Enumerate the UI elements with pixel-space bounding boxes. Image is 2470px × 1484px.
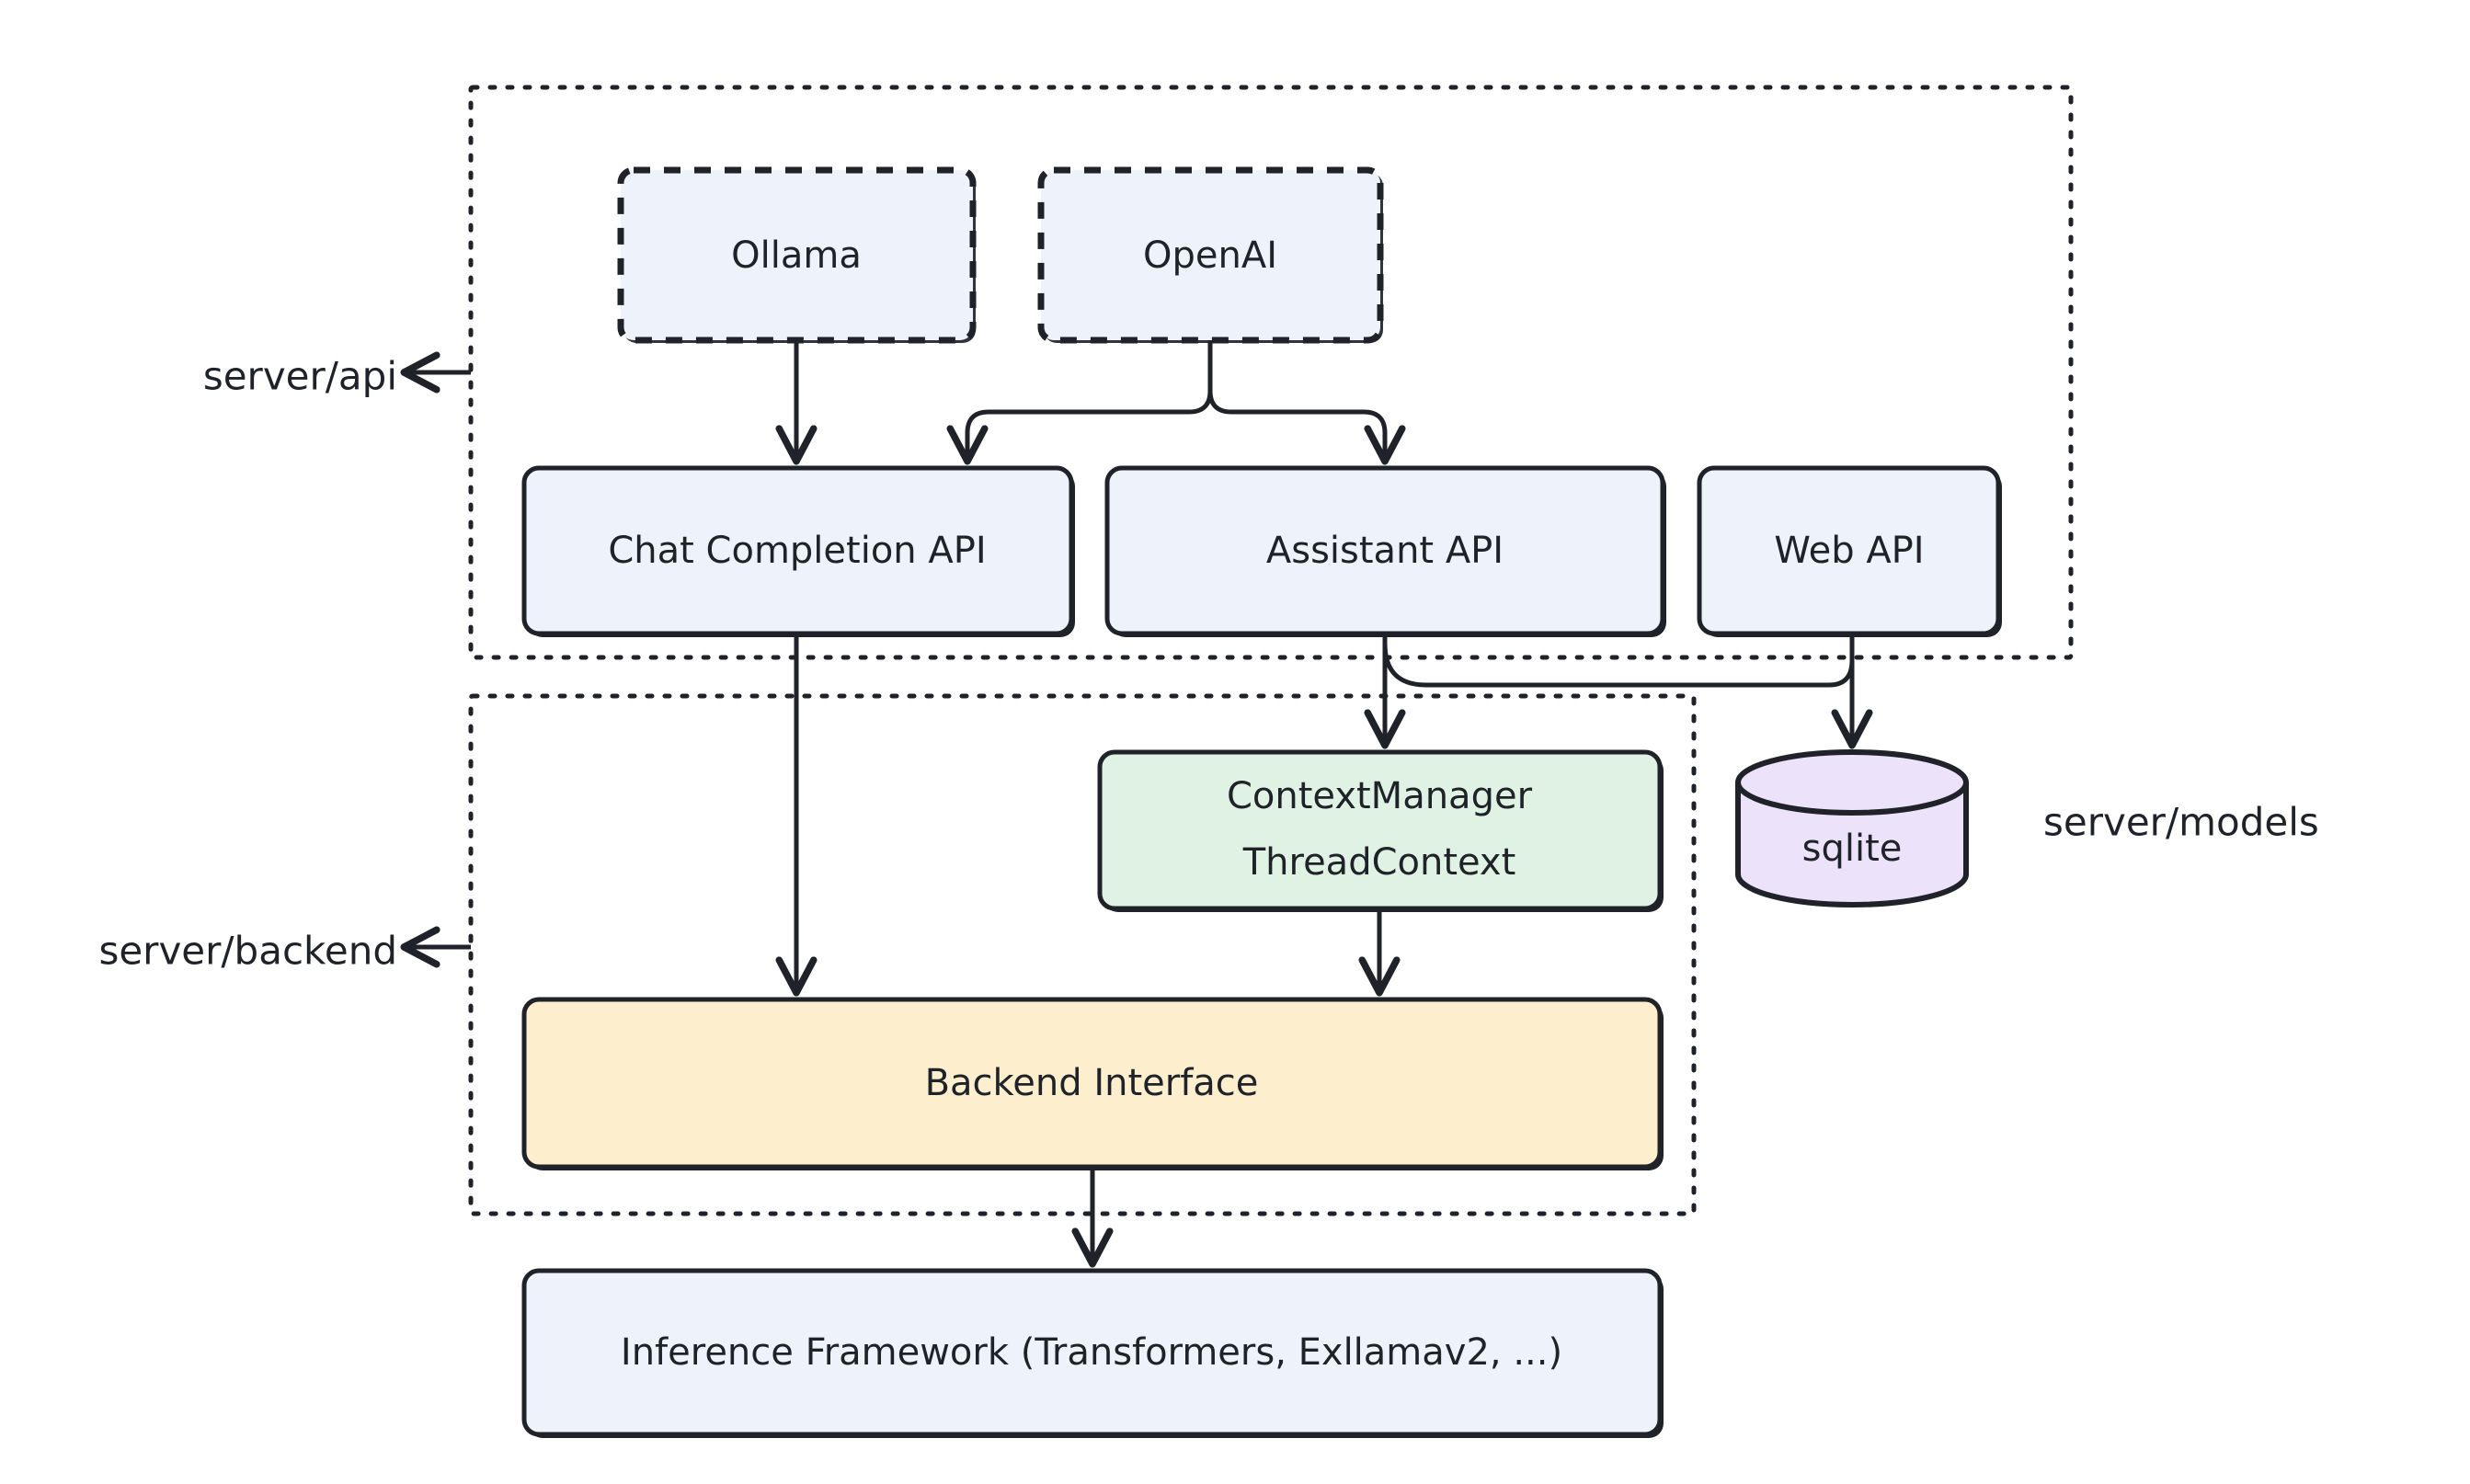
node-inference-framework[interactable]: Inference Framework (Transformers, Exlla… (521, 1268, 1664, 1438)
web-api-label: Web API (1774, 530, 1924, 572)
inference-framework-box (521, 1268, 1663, 1437)
server-models-group-label: server/models (2043, 800, 2319, 845)
node-web-api[interactable]: Web API (1697, 465, 2002, 637)
server-backend-group-label: server/backend (98, 929, 397, 974)
sqlite-label: sqlite (1802, 828, 1903, 870)
chat-completion-api-label: Chat Completion API (608, 530, 986, 572)
ollama-box (617, 166, 977, 344)
node-openai[interactable]: OpenAI (1037, 166, 1384, 344)
web-api-box (1697, 465, 2001, 636)
node-assistant-api[interactable]: Assistant API (1104, 465, 1666, 637)
assistant-api-label: Assistant API (1266, 530, 1504, 572)
node-ollama[interactable]: Ollama (617, 166, 977, 344)
edge-assistant-api-to-sqlite (1382, 641, 1818, 688)
edge-openai-fork (946, 337, 1406, 465)
context-manager-box (1097, 749, 1663, 911)
edge-openai-to-chat-completion-api (946, 337, 1213, 465)
node-sqlite[interactable]: sqlite (1735, 749, 1969, 908)
chat-completion-api-box (521, 465, 1074, 636)
node-context-manager[interactable]: ContextManager ThreadContext (1097, 749, 1664, 912)
context-manager-label-line-1: ContextManager (1227, 775, 1533, 817)
node-backend-interface[interactable]: Backend Interface (521, 997, 1664, 1170)
openai-box (1037, 166, 1384, 344)
group-server-backend (468, 693, 1697, 1216)
server-api-group-label: server/api (203, 354, 397, 399)
inference-framework-label: Inference Framework (Transformers, Exlla… (621, 1331, 1562, 1374)
edge-openai-to-assistant-api (1207, 337, 1406, 465)
assistant-api-box (1104, 465, 1665, 636)
ollama-label: Ollama (731, 234, 862, 277)
sqlite-cylinder-body (1735, 780, 1969, 908)
context-manager-label-line-2: ThreadContext (1242, 841, 1516, 884)
sqlite-cylinder-top (1735, 749, 1969, 816)
backend-interface-box (521, 997, 1663, 1170)
backend-interface-label: Backend Interface (925, 1062, 1259, 1104)
server-backend-boundary (468, 693, 1697, 1216)
node-chat-completion-api[interactable]: Chat Completion API (521, 465, 1075, 637)
openai-label: OpenAI (1143, 234, 1277, 277)
edge-web-api-to-sqlite (1812, 631, 1873, 749)
